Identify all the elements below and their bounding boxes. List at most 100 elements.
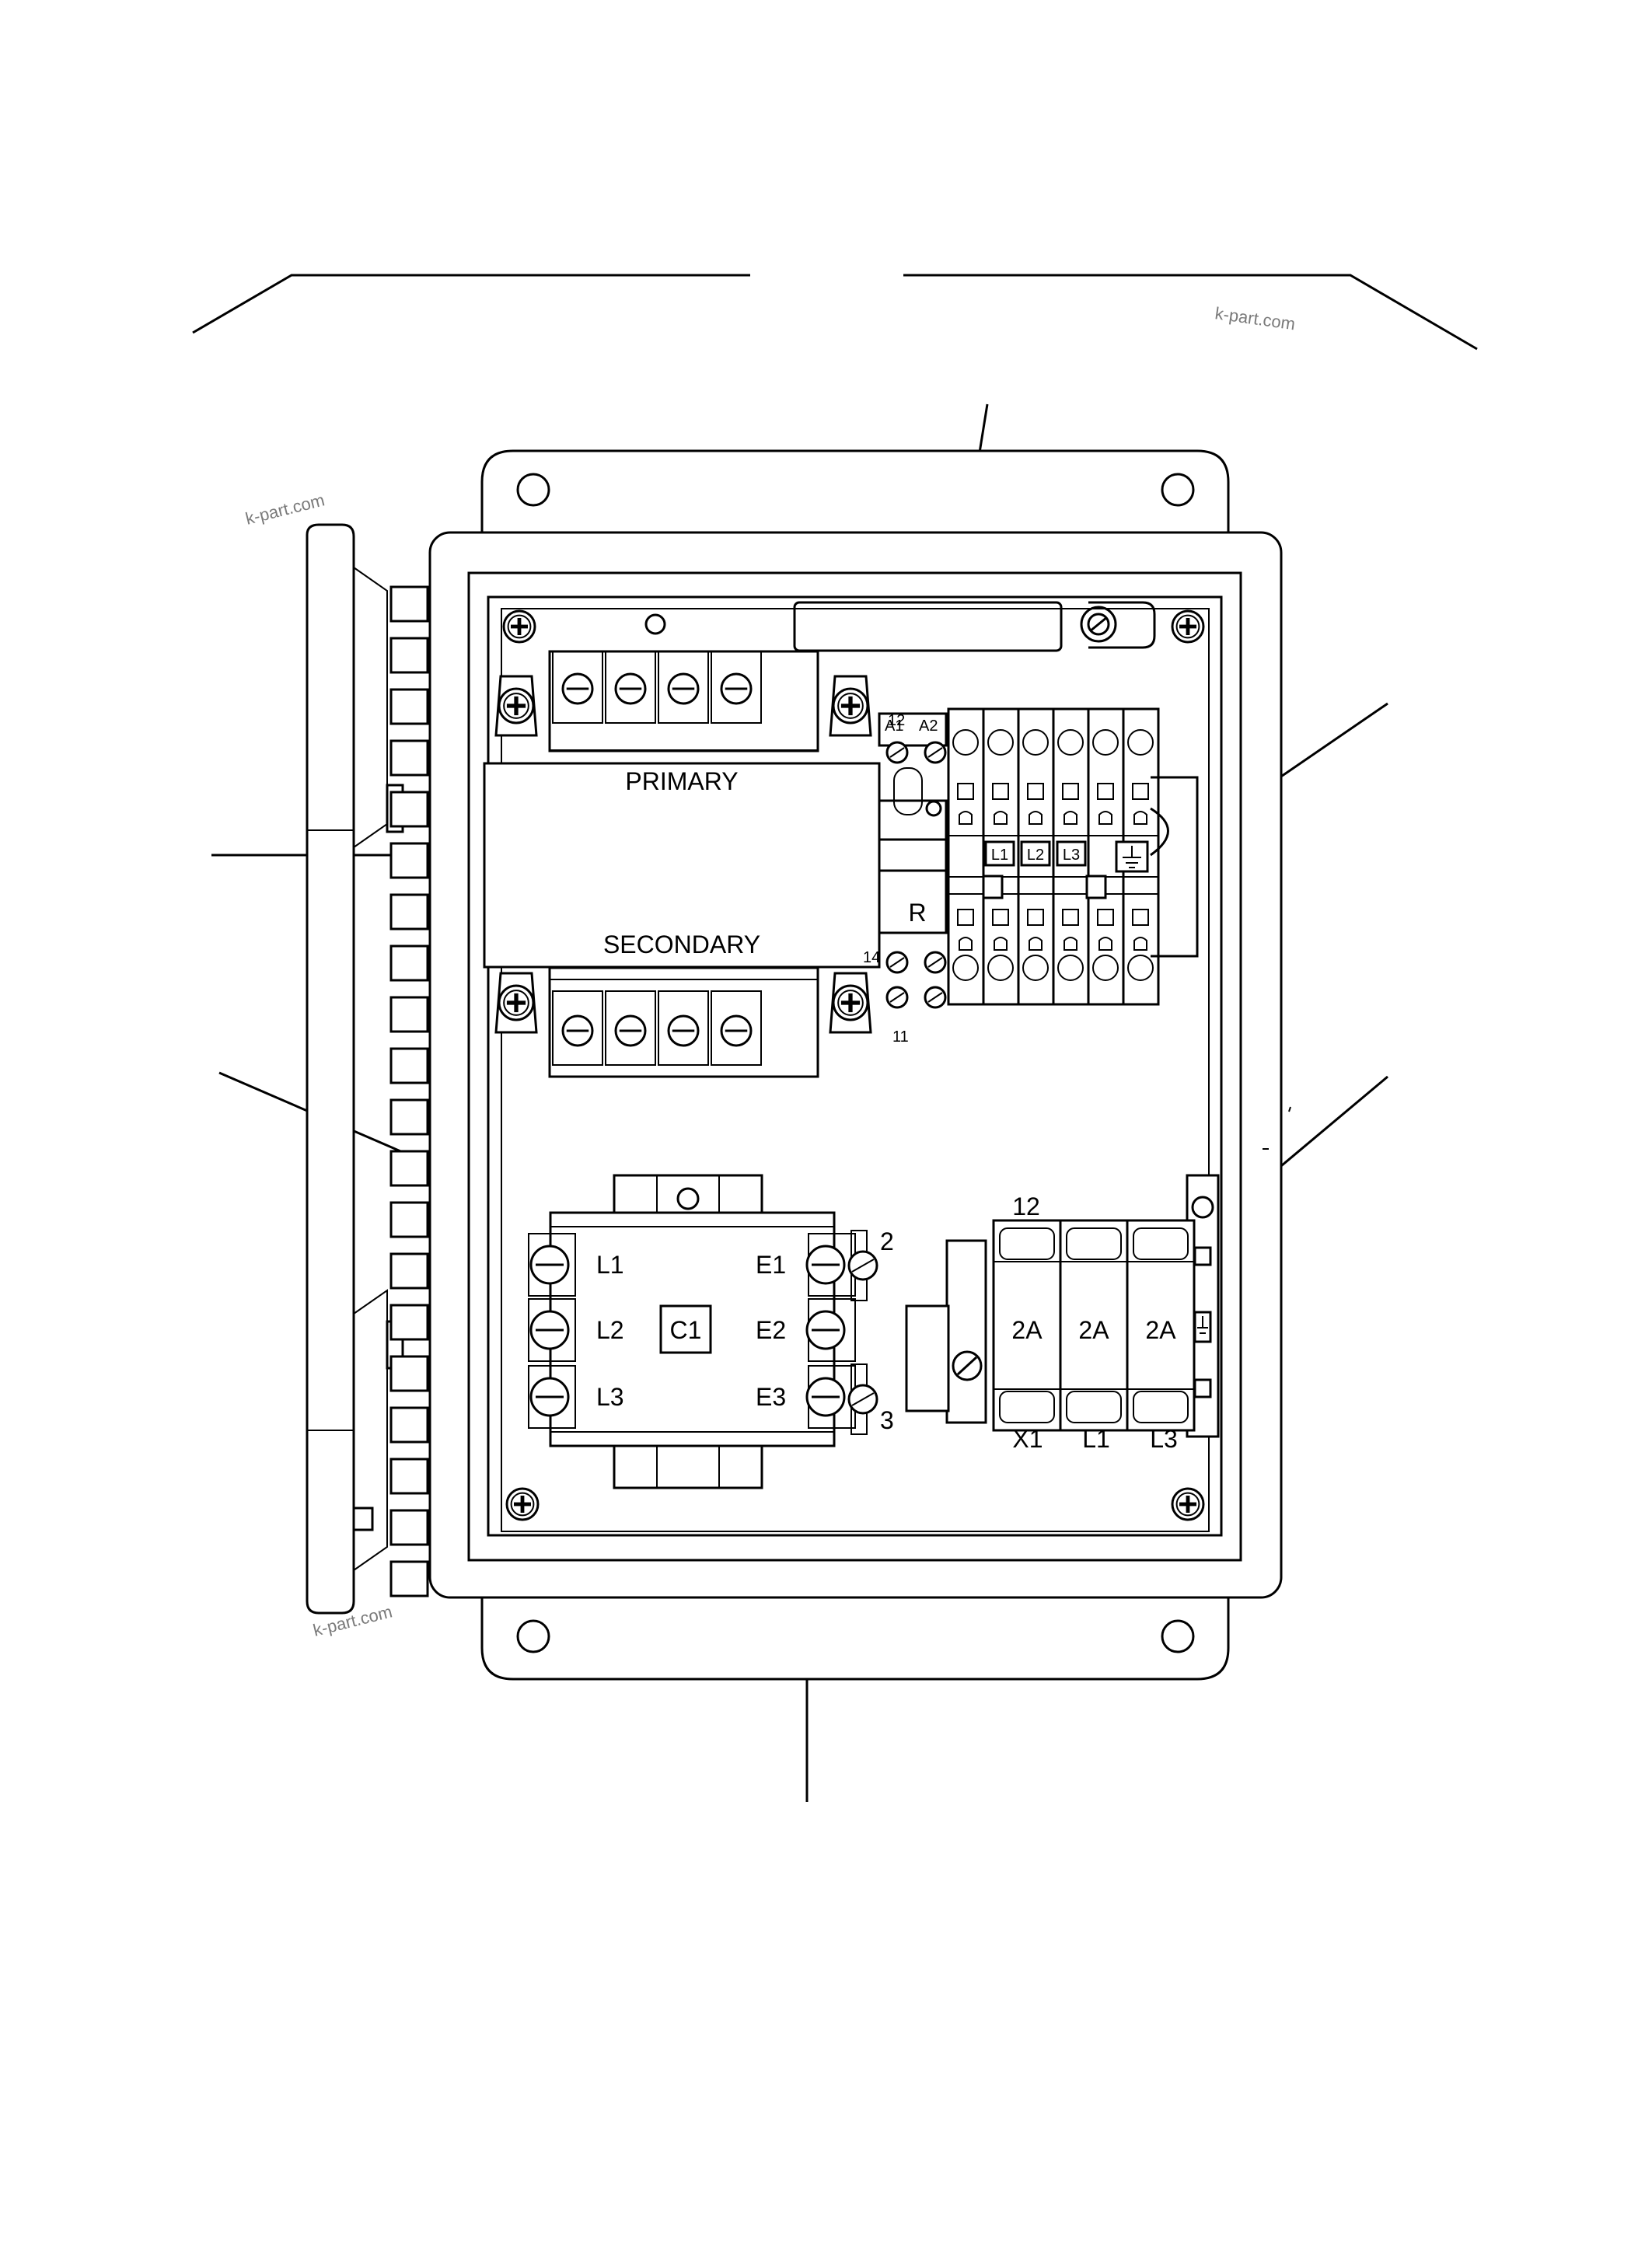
transformer-terminals bbox=[494, 651, 872, 1066]
transformer-terminal-screw-icon bbox=[667, 672, 700, 705]
contactor-aux-3: 3 bbox=[880, 1406, 894, 1434]
hinge-knuckle bbox=[389, 1150, 429, 1187]
relay-terminal-screw-icon bbox=[924, 986, 947, 1009]
relay-coil-a2: A2 bbox=[919, 718, 938, 735]
mounting-flange-bottom bbox=[480, 1592, 1230, 1681]
phillips-screw-icon bbox=[498, 984, 535, 1021]
transformer-mounting-foot bbox=[494, 675, 538, 737]
contactor-terminal-e3: E3 bbox=[756, 1383, 786, 1411]
relay-terminal-screw-icon bbox=[885, 986, 909, 1009]
relay-screws bbox=[885, 741, 947, 1009]
edge-marks bbox=[1263, 1106, 1291, 1150]
transformer-terminal bbox=[605, 990, 656, 1066]
hinge-knuckle bbox=[389, 688, 429, 725]
contactor-terminal-screw-icon bbox=[805, 1245, 846, 1285]
contactor-terminal-l3: L3 bbox=[596, 1383, 624, 1411]
contactor-aux-contact bbox=[847, 1363, 878, 1435]
transformer-terminal bbox=[711, 990, 762, 1066]
watermark-top-right: k-part.com bbox=[1214, 303, 1296, 333]
hinge-knuckle bbox=[389, 1406, 429, 1444]
contactor-label: C1 bbox=[670, 1316, 702, 1344]
hinge-knuckle bbox=[389, 1509, 429, 1546]
hinge-knuckle bbox=[389, 1201, 429, 1238]
hinge-knuckle bbox=[389, 893, 429, 930]
contactor-terminal-e2: E2 bbox=[756, 1316, 786, 1344]
fuse-rating-label: 2A bbox=[1078, 1316, 1109, 1344]
relay-terminal-screw-icon bbox=[924, 741, 947, 764]
contactor-aux-contact bbox=[847, 1230, 878, 1301]
transformer-mounting-foot bbox=[494, 972, 538, 1034]
hinge-knuckle bbox=[389, 791, 429, 828]
phillips-screw-icon bbox=[832, 687, 869, 724]
hinge-knuckle bbox=[389, 996, 429, 1033]
fuse: 2A bbox=[992, 1219, 1062, 1432]
door-hinge bbox=[389, 585, 429, 1597]
transformer-secondary-label: SECONDARY bbox=[603, 930, 760, 958]
terminal-block-label-l1: L1 bbox=[991, 847, 1008, 864]
transformer-mounting-foot bbox=[829, 675, 872, 737]
contactor-aux-2: 2 bbox=[880, 1227, 894, 1255]
hinge-knuckle bbox=[389, 1458, 429, 1495]
watermark-top-left: k-part.com bbox=[243, 490, 327, 528]
fuse-holder-number-12: 12 bbox=[1012, 1192, 1040, 1220]
fuse: 2A bbox=[1059, 1219, 1129, 1432]
phillips-screw-icon bbox=[1171, 609, 1205, 644]
transformer-primary-label: PRIMARY bbox=[625, 767, 738, 795]
hinge-knuckle bbox=[389, 1252, 429, 1290]
relay-terminal-11: 11 bbox=[892, 1028, 909, 1046]
contactor-terminal-screw-icon bbox=[529, 1245, 570, 1285]
transformer-terminal bbox=[605, 651, 656, 724]
hinge-knuckle bbox=[389, 1098, 429, 1136]
terminal-link bbox=[982, 875, 1004, 899]
transformer-mounting-foot bbox=[829, 972, 872, 1034]
fuse: 2A bbox=[1126, 1219, 1196, 1432]
transformer-terminal-screw-icon bbox=[614, 672, 647, 705]
transformer-terminal-screw-icon bbox=[720, 672, 753, 705]
hinge-knuckle bbox=[389, 944, 429, 982]
contactor-terminal-screw-icon bbox=[805, 1310, 846, 1350]
phillips-screw-icon bbox=[502, 609, 536, 644]
contactor-terminal-l2: L2 bbox=[596, 1316, 624, 1344]
contactor-terminal-housing bbox=[528, 1233, 576, 1297]
transformer-terminal-screw-icon bbox=[561, 672, 594, 705]
transformer-terminal bbox=[658, 990, 709, 1066]
hinge-knuckle bbox=[389, 1304, 429, 1341]
contactor-terminal-screw-icon bbox=[529, 1310, 570, 1350]
fuse-rating-label: 2A bbox=[1011, 1316, 1043, 1344]
fuse-rating-label: 2A bbox=[1145, 1316, 1176, 1344]
transformer-terminal bbox=[552, 651, 603, 724]
transformer-terminal-screw-icon bbox=[667, 1014, 700, 1047]
terminal-block-labels: L1 L2 L3 bbox=[984, 776, 1199, 958]
terminal-block-label-l3: L3 bbox=[1063, 847, 1080, 864]
relay-terminal-screw-icon bbox=[885, 951, 909, 974]
relay: 12 A1 A2 R 14 11 bbox=[863, 712, 948, 1046]
panel-screws bbox=[502, 609, 1205, 1521]
phillips-screw-icon bbox=[505, 1487, 540, 1521]
phillips-screw-icon bbox=[1171, 1487, 1205, 1521]
fuses: 2A 2A 2A bbox=[992, 1219, 1196, 1432]
contactor-terminal-screw-icon bbox=[805, 1377, 846, 1417]
hinge-knuckle bbox=[389, 1047, 429, 1084]
hinge-knuckle bbox=[389, 637, 429, 674]
transformer-terminal bbox=[658, 651, 709, 724]
contactor-terminal-l1: L1 bbox=[596, 1251, 624, 1279]
hinge-knuckle bbox=[389, 842, 429, 879]
terminal-strip bbox=[947, 707, 985, 1006]
contactor-terminal-housing bbox=[528, 1298, 576, 1362]
contactor-terminal-e1: E1 bbox=[756, 1251, 786, 1279]
hinge-knuckle bbox=[389, 1355, 429, 1392]
enclosure-door bbox=[306, 523, 404, 1615]
transformer-terminal bbox=[711, 651, 762, 724]
transformer-terminal-screw-icon bbox=[614, 1014, 647, 1047]
phillips-screw-icon bbox=[498, 687, 535, 724]
contactor-terminals bbox=[528, 1230, 878, 1435]
phillips-screw-icon bbox=[832, 984, 869, 1021]
relay-terminal-screw-icon bbox=[885, 741, 909, 764]
transformer-terminal-screw-icon bbox=[720, 1014, 753, 1047]
relay-terminal-screw-icon bbox=[924, 951, 947, 974]
hinge-knuckle bbox=[389, 739, 429, 777]
relay-label: R bbox=[908, 899, 926, 927]
terminal-block-label-l2: L2 bbox=[1027, 847, 1044, 864]
hinge-knuckle bbox=[389, 1560, 429, 1597]
